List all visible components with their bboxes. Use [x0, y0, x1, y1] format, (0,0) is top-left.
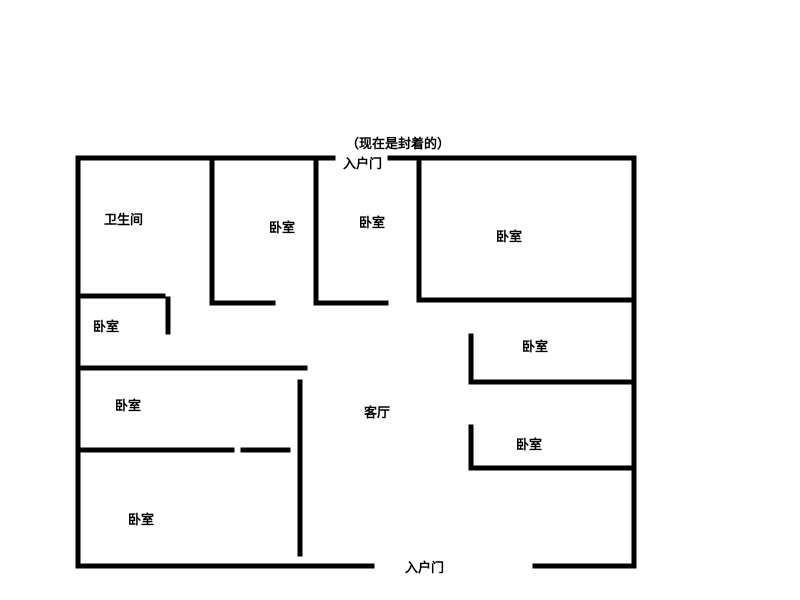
walls: [75, 155, 637, 569]
bedroom-label: 卧室: [128, 512, 154, 528]
bathroom-label: 卫生间: [104, 212, 143, 228]
bedroom-label: 卧室: [516, 437, 542, 453]
bedroom-label: 卧室: [115, 398, 141, 414]
living-room-label: 客厅: [364, 405, 390, 421]
labels: （现在是封着的） 入户门 入户门 卫生间 卧室 卧室 卧室 卧室 卧室 卧室 客…: [93, 136, 548, 576]
entrance-top-label: 入户门: [343, 156, 382, 172]
entrance-bottom-label: 入户门: [405, 560, 444, 576]
bedroom-label: 卧室: [522, 339, 548, 355]
bedroom-label: 卧室: [359, 215, 385, 231]
bedroom-label: 卧室: [269, 220, 295, 236]
sealed-note: （现在是封着的）: [346, 136, 450, 152]
bedroom-label: 卧室: [93, 319, 119, 335]
bedroom-label: 卧室: [496, 229, 522, 245]
